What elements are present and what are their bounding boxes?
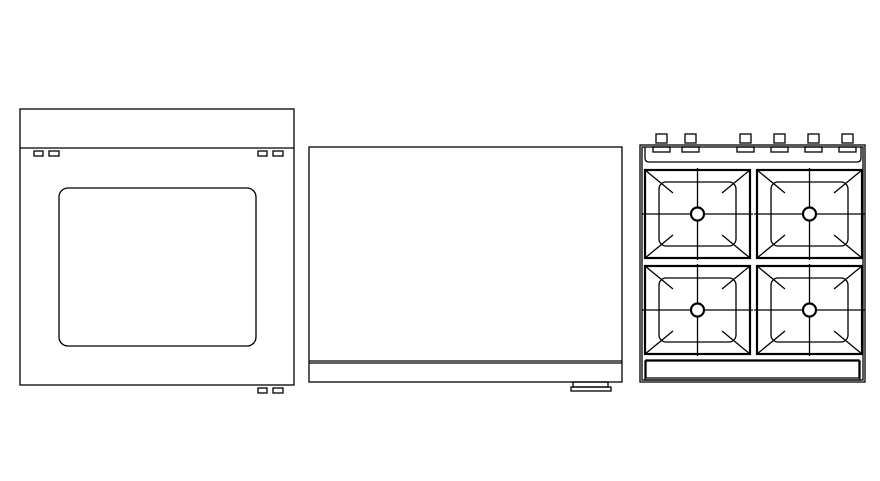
range-side-body — [308, 146, 623, 383]
burner-icon — [801, 302, 818, 318]
oven-hinge — [33, 150, 44, 157]
grate-diagonal — [721, 234, 751, 259]
oven-hinge — [272, 150, 284, 157]
knob-base — [770, 146, 789, 153]
grate-diagonal — [833, 169, 863, 194]
knob — [739, 133, 752, 144]
grate-diagonal — [644, 234, 674, 259]
grate-diagonal — [644, 330, 674, 355]
knob — [684, 133, 697, 144]
knob-base — [838, 146, 857, 153]
range-side-foot — [570, 386, 612, 392]
grate-diagonal — [756, 265, 786, 290]
knob-base — [681, 146, 700, 153]
knob-base — [736, 146, 755, 153]
burner-icon — [689, 302, 706, 318]
grate-diagonal — [756, 234, 786, 259]
oven-hinge — [48, 150, 60, 157]
range-side-foot-stem — [572, 381, 609, 388]
grate-diagonal — [721, 169, 751, 194]
knob — [841, 133, 854, 144]
knob — [807, 133, 820, 144]
burner-icon — [801, 206, 818, 222]
knob-base — [804, 146, 823, 153]
cooktop-front-panel-outer — [644, 360, 861, 381]
grate-diagonal — [644, 169, 674, 194]
grate-diagonal — [721, 330, 751, 355]
grate-diagonal — [756, 169, 786, 194]
burner-icon — [689, 206, 706, 222]
grate-diagonal — [833, 330, 863, 355]
knob — [773, 133, 786, 144]
oven-body — [19, 108, 295, 386]
grate-diagonal — [833, 234, 863, 259]
range-side-view — [308, 146, 623, 392]
oven-window — [58, 187, 257, 347]
grate-diagonal — [644, 265, 674, 290]
grate-diagonal — [721, 265, 751, 290]
grate-diagonal — [833, 265, 863, 290]
oven-foot — [257, 387, 268, 394]
control-panel — [644, 147, 862, 163]
oven-hinge — [257, 150, 268, 157]
knob — [655, 133, 668, 144]
cooktop-front-panel — [645, 359, 860, 379]
cooktop-top-view — [639, 133, 866, 383]
oven-front-view — [19, 108, 295, 394]
grate-diagonal — [756, 330, 786, 355]
oven-foot — [272, 387, 284, 394]
cooktop-body — [639, 144, 866, 383]
knob-base — [652, 146, 671, 153]
